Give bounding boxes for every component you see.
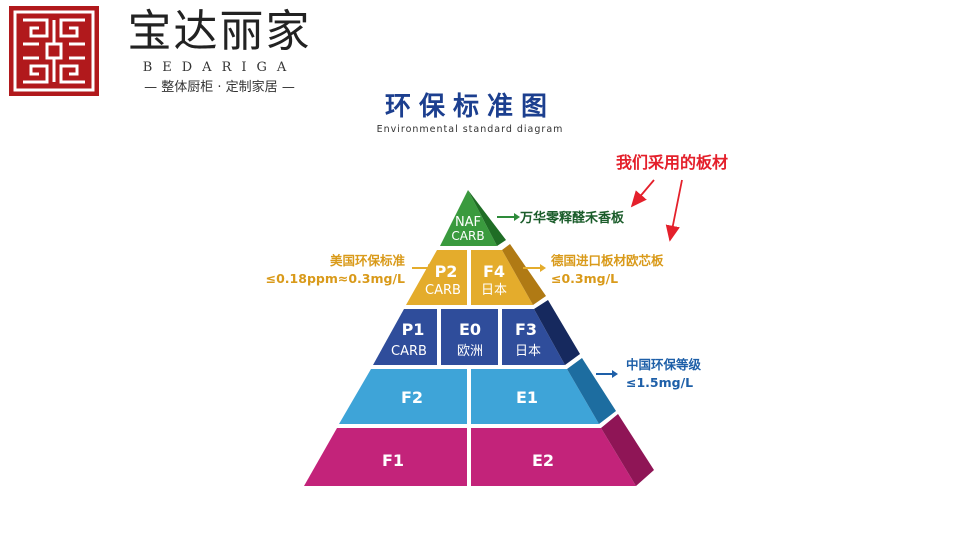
annotation-us-label: 美国环保标准 bbox=[330, 253, 406, 268]
tier-naf bbox=[440, 190, 497, 246]
tier-row5-side bbox=[601, 414, 654, 486]
tier-f3-sub: 日本 bbox=[515, 344, 541, 359]
tier-e1 bbox=[471, 369, 599, 424]
arrow-us-head bbox=[428, 264, 434, 272]
tier-e2 bbox=[471, 428, 636, 486]
tier-row3-side bbox=[534, 300, 580, 365]
tier-f2 bbox=[339, 369, 467, 424]
brand-name-cn: 宝达丽家 bbox=[127, 6, 312, 57]
logo-fret-pattern bbox=[13, 10, 95, 92]
callout-our-boards: 我们采用的板材 bbox=[615, 153, 728, 172]
tier-row2-side bbox=[502, 244, 546, 305]
tier-p2-sub: CARB bbox=[425, 283, 461, 298]
tier-f1 bbox=[304, 428, 467, 486]
tier-p2-label: P2 bbox=[435, 262, 458, 281]
tier-e0-label: E0 bbox=[459, 320, 481, 339]
tier-p1-label: P1 bbox=[402, 320, 425, 339]
annotation-cn-value: ≤1.5mg/L bbox=[626, 375, 693, 390]
tier-f4-sub: 日本 bbox=[481, 283, 507, 298]
annotation-de-label: 德国进口板材欧芯板 bbox=[551, 253, 664, 268]
tier-f2-label: F2 bbox=[401, 388, 423, 407]
annotation-de-value: ≤0.3mg/L bbox=[551, 271, 618, 286]
brand-tagline: — 整体厨柜 · 定制家居 — bbox=[144, 80, 295, 95]
callout-arrow-wanhua bbox=[630, 179, 655, 208]
tier-e1-label: E1 bbox=[516, 388, 538, 407]
annotation-cn-label: 中国环保等级 bbox=[626, 357, 702, 372]
tier-row4-side bbox=[567, 358, 616, 424]
tier-p1-sub: CARB bbox=[391, 344, 427, 359]
annotation-us-value: ≤0.18ppm≈0.3mg/L bbox=[266, 271, 405, 286]
tier-f4 bbox=[471, 250, 533, 305]
annotation-wanhua: 万华零释醛禾香板 bbox=[519, 210, 625, 226]
arrow-cn-head bbox=[612, 370, 618, 378]
diagram-subtitle: Environmental standard diagram bbox=[376, 124, 564, 135]
arrow-wanhua-head bbox=[514, 213, 520, 221]
tier-e0-sub: 欧洲 bbox=[457, 344, 483, 359]
callout-arrow-de bbox=[665, 179, 683, 242]
brand-name-en: BEDARIGA bbox=[142, 60, 297, 75]
tier-naf-label: NAF bbox=[455, 215, 481, 230]
arrow-de-head bbox=[540, 264, 546, 272]
tier-f3-label: F3 bbox=[515, 320, 537, 339]
tier-p1 bbox=[373, 309, 437, 365]
tier-naf-sub: CARB bbox=[451, 229, 484, 243]
tier-f3 bbox=[502, 309, 565, 365]
tier-p2 bbox=[406, 250, 467, 305]
diagram-title: 环保标准图 bbox=[384, 92, 555, 122]
tier-naf-side bbox=[468, 190, 506, 246]
tier-e0 bbox=[441, 309, 498, 365]
tier-f1-label: F1 bbox=[382, 451, 404, 470]
tier-e2-label: E2 bbox=[532, 451, 554, 470]
brand-logo bbox=[9, 6, 99, 96]
tier-f4-label: F4 bbox=[483, 262, 505, 281]
